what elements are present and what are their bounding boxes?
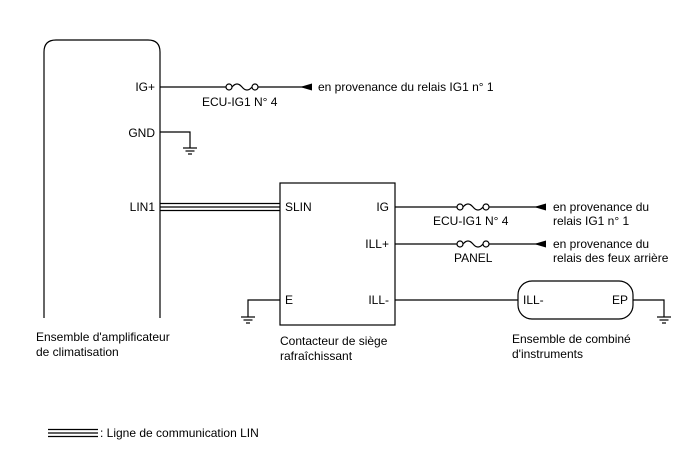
ac-amplifier-name-line1: Ensemble d'amplificateur bbox=[36, 330, 170, 344]
combination-meter-name-line2: d'instruments bbox=[512, 347, 583, 361]
source-arrow-icon bbox=[534, 240, 546, 248]
cooled-seat-switch-name-line1: Contacteur de siège bbox=[280, 334, 388, 348]
meter-pin-ill-minus: ILL- bbox=[523, 293, 544, 307]
meter-pin-ep: EP bbox=[612, 293, 628, 307]
legend-lin-line-label: : Ligne de communication LIN bbox=[100, 426, 259, 440]
ac-amplifier-ig-circuit: ECU-IG1 N° 4 en provenance du relais IG1… bbox=[160, 80, 494, 109]
switch-ill-circuit: PANEL en provenance du relais des feux a… bbox=[395, 237, 669, 265]
ac-amplifier-name-line2: de climatisation bbox=[36, 345, 119, 359]
switch-pin-ig: IG bbox=[376, 200, 389, 214]
switch-pin-e: E bbox=[285, 293, 293, 307]
ground-icon bbox=[657, 316, 671, 324]
combination-meter-name-line1: Ensemble de combiné bbox=[512, 332, 631, 346]
switch-ground-circuit bbox=[241, 299, 280, 324]
ac-amplifier-body bbox=[43, 39, 161, 318]
fuse-panel-label: PANEL bbox=[454, 251, 493, 265]
source-switch-ig-line2: relais IG1 n° 1 bbox=[553, 214, 629, 228]
switch-pin-slin: SLIN bbox=[285, 200, 312, 214]
ground-icon bbox=[183, 147, 197, 155]
source-arrow-icon bbox=[300, 83, 312, 91]
switch-pin-ill-plus: ILL+ bbox=[365, 237, 389, 251]
ac-amplifier-pin-lin1: LIN1 bbox=[130, 200, 156, 214]
switch-pin-ill-minus: ILL- bbox=[368, 293, 389, 307]
source-amp-ig: en provenance du relais IG1 n° 1 bbox=[318, 80, 494, 94]
ac-amplifier-ground-circuit bbox=[160, 131, 197, 155]
fuse-ecu-ig1-switch-symbol bbox=[462, 203, 484, 211]
ground-icon bbox=[241, 316, 255, 324]
combination-meter-assembly: ILL- EP Ensemble de combiné d'instrument… bbox=[512, 280, 634, 361]
fuse-panel-symbol bbox=[462, 240, 484, 248]
ac-amplifier-pin-gnd: GND bbox=[128, 126, 155, 140]
cooled-seat-switch: SLIN IG ILL+ E ILL- Contacteur de siège … bbox=[279, 182, 396, 363]
fuse-ecu-ig1-amp-label: ECU-IG1 N° 4 bbox=[202, 95, 278, 109]
lin-communication-line bbox=[160, 202, 280, 212]
source-switch-ill-line1: en provenance du bbox=[553, 237, 649, 251]
meter-ground-circuit bbox=[633, 299, 671, 324]
legend-lin-line-symbol bbox=[48, 428, 98, 438]
fuse-ecu-ig1-switch-label: ECU-IG1 N° 4 bbox=[433, 214, 509, 228]
ac-amplifier-assembly: IG+ GND LIN1 Ensemble d'amplificateur de… bbox=[36, 39, 170, 359]
source-switch-ig-line1: en provenance du bbox=[553, 200, 649, 214]
cooled-seat-switch-name-line2: rafraîchissant bbox=[280, 349, 353, 363]
fuse-ecu-ig1-amp-symbol bbox=[231, 83, 253, 91]
legend: : Ligne de communication LIN bbox=[48, 426, 259, 440]
switch-ig-circuit: ECU-IG1 N° 4 en provenance du relais IG1… bbox=[395, 200, 649, 228]
cooled-seat-switch-body bbox=[279, 182, 396, 326]
ac-amplifier-pin-ig-plus: IG+ bbox=[135, 80, 155, 94]
source-switch-ill-line2: relais des feux arrière bbox=[553, 251, 669, 265]
source-arrow-icon bbox=[534, 203, 546, 211]
